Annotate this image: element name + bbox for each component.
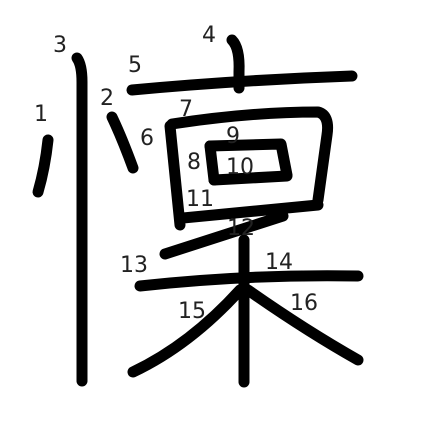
stroke-12	[159, 210, 289, 260]
stroke-2	[106, 111, 139, 174]
stroke-number-2: 2	[100, 86, 114, 111]
stroke-number-labels: 1 2 3 4 5 6 7 8 9 10 11 12 13 14 15 16	[34, 23, 318, 324]
stroke-10	[208, 170, 293, 186]
stroke-8	[204, 140, 220, 186]
stroke-5	[126, 70, 358, 96]
stroke-number-8: 8	[187, 150, 201, 175]
character-strokes	[32, 34, 364, 388]
stroke-4	[226, 34, 245, 94]
stroke-9	[204, 138, 293, 181]
stroke-15	[127, 284, 246, 378]
stroke-number-16: 16	[290, 291, 318, 316]
stroke-16	[242, 284, 364, 366]
stroke-number-13: 13	[120, 253, 148, 278]
stroke-number-6: 6	[140, 126, 154, 151]
stroke-6	[164, 120, 186, 231]
stroke-number-12: 12	[227, 216, 255, 241]
stroke-number-1: 1	[34, 102, 48, 127]
stroke-3	[71, 52, 88, 387]
stroke-1	[32, 134, 54, 198]
stroke-11	[177, 199, 324, 224]
stroke-7	[166, 106, 334, 206]
stroke-number-3: 3	[53, 33, 67, 58]
stroke-number-15: 15	[178, 299, 206, 324]
stroke-number-5: 5	[128, 53, 142, 78]
stroke-number-11: 11	[186, 187, 214, 212]
stroke-number-4: 4	[202, 23, 216, 48]
stroke-number-10: 10	[226, 155, 254, 180]
stroke-number-9: 9	[226, 124, 240, 149]
stroke-number-7: 7	[179, 97, 193, 122]
stroke-number-14: 14	[265, 250, 293, 275]
